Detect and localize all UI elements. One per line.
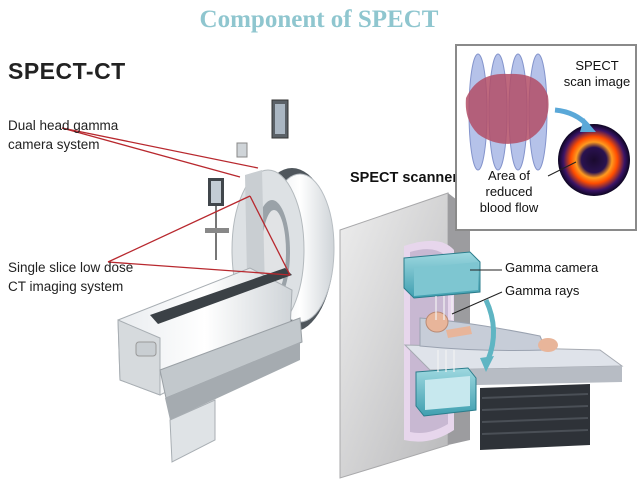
spect-scanner-title: SPECT scanner bbox=[350, 170, 458, 186]
scan-image-ring bbox=[558, 124, 630, 196]
label-reduced-blood-flow: Area of reduced blood flow bbox=[479, 168, 539, 215]
gamma-camera-top bbox=[403, 251, 481, 299]
monitor-stand bbox=[205, 99, 289, 260]
spect-ct-title: SPECT-CT bbox=[8, 58, 126, 84]
callout-ct-imaging: Single slice low dose CT imaging system bbox=[8, 260, 134, 294]
label-gamma-rays: Gamma rays bbox=[505, 283, 580, 298]
patient-couch bbox=[150, 268, 303, 463]
slide-title: Component of SPECT bbox=[199, 6, 439, 33]
gamma-camera-bottom bbox=[415, 367, 477, 417]
callout-lines bbox=[61, 127, 291, 276]
scan-inset bbox=[455, 44, 637, 231]
rotation-arrow bbox=[483, 298, 496, 361]
gamma-rays bbox=[435, 296, 455, 372]
label-gamma-camera: Gamma camera bbox=[505, 260, 599, 275]
heart-icon bbox=[465, 73, 549, 144]
patient-figure bbox=[419, 311, 558, 352]
scanner-couch bbox=[403, 344, 624, 450]
callout-dual-head-gamma: Dual head gamma camera system bbox=[8, 118, 119, 152]
leader-gamma-rays bbox=[451, 291, 503, 315]
label-spect-scan-image: SPECT scan image bbox=[563, 58, 631, 89]
ct-imaging-unit bbox=[117, 267, 293, 396]
leader-reduced-blood-flow bbox=[547, 161, 577, 177]
